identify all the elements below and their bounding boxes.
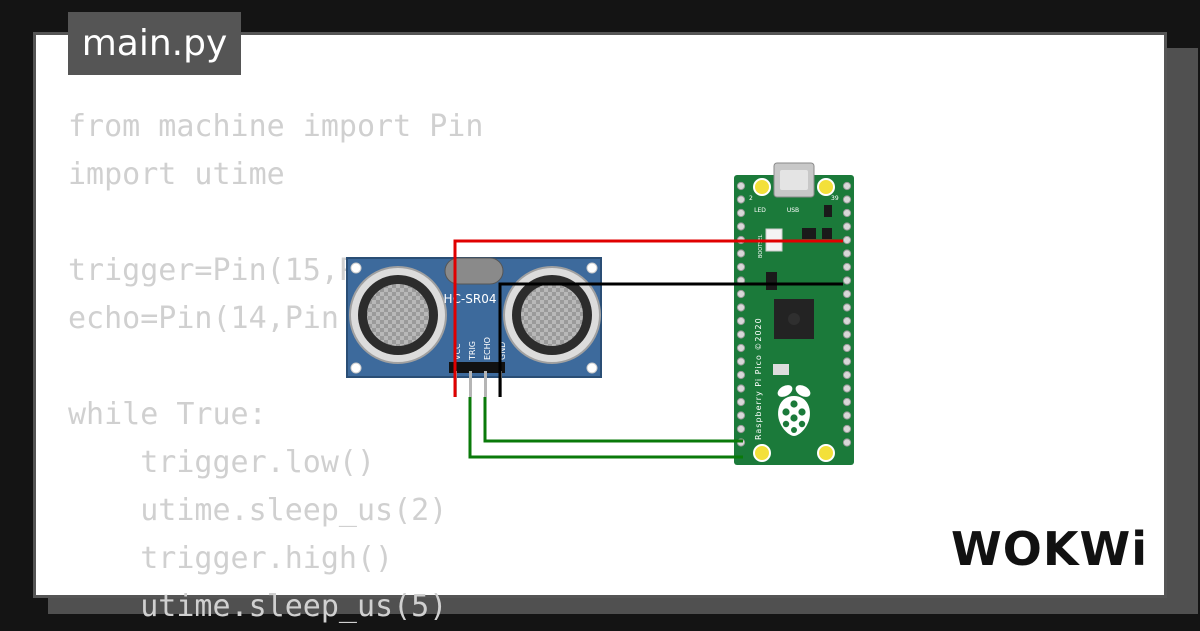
- mount-hole-yellow: [753, 444, 771, 462]
- gpio-pin[interactable]: [842, 235, 852, 245]
- sensor-pin-label: VCC: [453, 343, 462, 360]
- smd-component: [802, 228, 816, 239]
- gpio-pin[interactable]: [842, 411, 852, 420]
- mount-hole-yellow: [817, 178, 835, 196]
- code-line: utime.sleep_us(5): [68, 589, 448, 624]
- code-line: while True:: [68, 397, 267, 432]
- gpio-pin[interactable]: [736, 411, 746, 420]
- pin-echo[interactable]: [484, 371, 487, 397]
- led-label: LED: [754, 207, 766, 214]
- gpio-pin[interactable]: [842, 249, 852, 258]
- gpio-pin[interactable]: [842, 276, 852, 285]
- wokwi-logo[interactable]: WOKWi: [951, 522, 1148, 576]
- wire-vcc[interactable]: [453, 239, 843, 397]
- bootsel-label: BOOTSEL: [758, 234, 764, 258]
- mounting-hole: [586, 362, 598, 374]
- gpio-pin[interactable]: [736, 249, 746, 258]
- gpio-pin[interactable]: [736, 330, 746, 339]
- gpio-pin[interactable]: [736, 316, 746, 326]
- usb-label: USB: [787, 207, 799, 214]
- gpio-pin[interactable]: [736, 289, 746, 299]
- gpio-pin[interactable]: [842, 438, 852, 447]
- code-line: utime.sleep_us(2): [68, 493, 448, 528]
- mounting-hole: [350, 362, 362, 374]
- code-line: trigger.low(): [68, 445, 376, 480]
- gpio-pin[interactable]: [842, 181, 852, 191]
- gpio-pin[interactable]: [736, 370, 746, 380]
- sensor-pin-label: ECHO: [483, 337, 492, 360]
- wire-echo[interactable]: [483, 397, 743, 443]
- pin-number-label: 39: [831, 195, 839, 202]
- gpio-pin[interactable]: [842, 303, 852, 312]
- sensor-pin-label: TRIG: [468, 341, 477, 361]
- gpio-pin[interactable]: [736, 181, 746, 191]
- left-pin-row: [736, 181, 746, 447]
- pin-trig[interactable]: [469, 371, 472, 397]
- gpio-pin[interactable]: [842, 222, 852, 231]
- crystal-oscillator: [444, 257, 504, 285]
- gpio-pin[interactable]: [736, 222, 746, 231]
- pin-number-label: 2: [749, 195, 753, 202]
- code-line: from machine import Pin: [68, 109, 484, 144]
- chip-logo: [788, 313, 800, 325]
- gpio-pin[interactable]: [842, 262, 852, 272]
- gpio-pin[interactable]: [842, 289, 852, 299]
- gpio-pin[interactable]: [842, 397, 852, 407]
- code-line: import utime: [68, 157, 285, 192]
- file-tab[interactable]: main.py: [68, 12, 241, 75]
- gpio-pin[interactable]: [842, 357, 852, 366]
- wire-trig[interactable]: [468, 397, 743, 459]
- gpio-pin[interactable]: [736, 208, 746, 218]
- gpio-pin[interactable]: [842, 208, 852, 218]
- gpio-pin[interactable]: [736, 384, 746, 393]
- wire-gnd[interactable]: [498, 282, 843, 397]
- gpio-pin[interactable]: [842, 384, 852, 393]
- mount-hole-yellow: [753, 178, 771, 196]
- gpio-pin[interactable]: [842, 424, 852, 434]
- board-name-label: Raspberry Pi Pico ©2020: [754, 317, 763, 440]
- smd-component: [822, 228, 832, 239]
- gpio-pin[interactable]: [842, 370, 852, 380]
- debug-pad: [773, 364, 789, 375]
- gpio-pin[interactable]: [736, 397, 746, 407]
- mount-hole-yellow: [817, 444, 835, 462]
- code-line: trigger.high(): [68, 541, 394, 576]
- gpio-pin[interactable]: [736, 424, 746, 434]
- sensor-model-label: HC-SR04: [444, 292, 497, 306]
- usb-port-inner: [780, 170, 808, 190]
- gpio-pin[interactable]: [736, 357, 746, 366]
- gpio-pin[interactable]: [736, 262, 746, 272]
- gpio-pin[interactable]: [736, 195, 746, 204]
- gpio-pin[interactable]: [842, 316, 852, 326]
- smd-component: [824, 205, 832, 217]
- ultrasonic-sensor[interactable]: HC-SR04 VCC TRIG ECHO GND: [346, 257, 602, 397]
- mounting-hole: [586, 262, 598, 274]
- smd-component: [766, 272, 777, 290]
- pin-header: [449, 362, 505, 373]
- right-pin-row: [842, 181, 852, 447]
- gpio-pin[interactable]: [842, 343, 852, 353]
- gpio-pin[interactable]: [736, 303, 746, 312]
- mounting-hole: [350, 262, 362, 274]
- gpio-pin[interactable]: [736, 343, 746, 353]
- pico-board[interactable]: LED USB 2 39 BOOTSEL Raspberry Pi Pico ©…: [734, 162, 854, 465]
- sensor-pin-label: GND: [498, 342, 507, 360]
- raspberry-pi-logo-icon: [777, 385, 811, 436]
- transducer-left: [349, 266, 447, 364]
- transducer-right: [503, 266, 601, 364]
- gpio-pin[interactable]: [842, 330, 852, 339]
- gpio-pin[interactable]: [842, 195, 852, 204]
